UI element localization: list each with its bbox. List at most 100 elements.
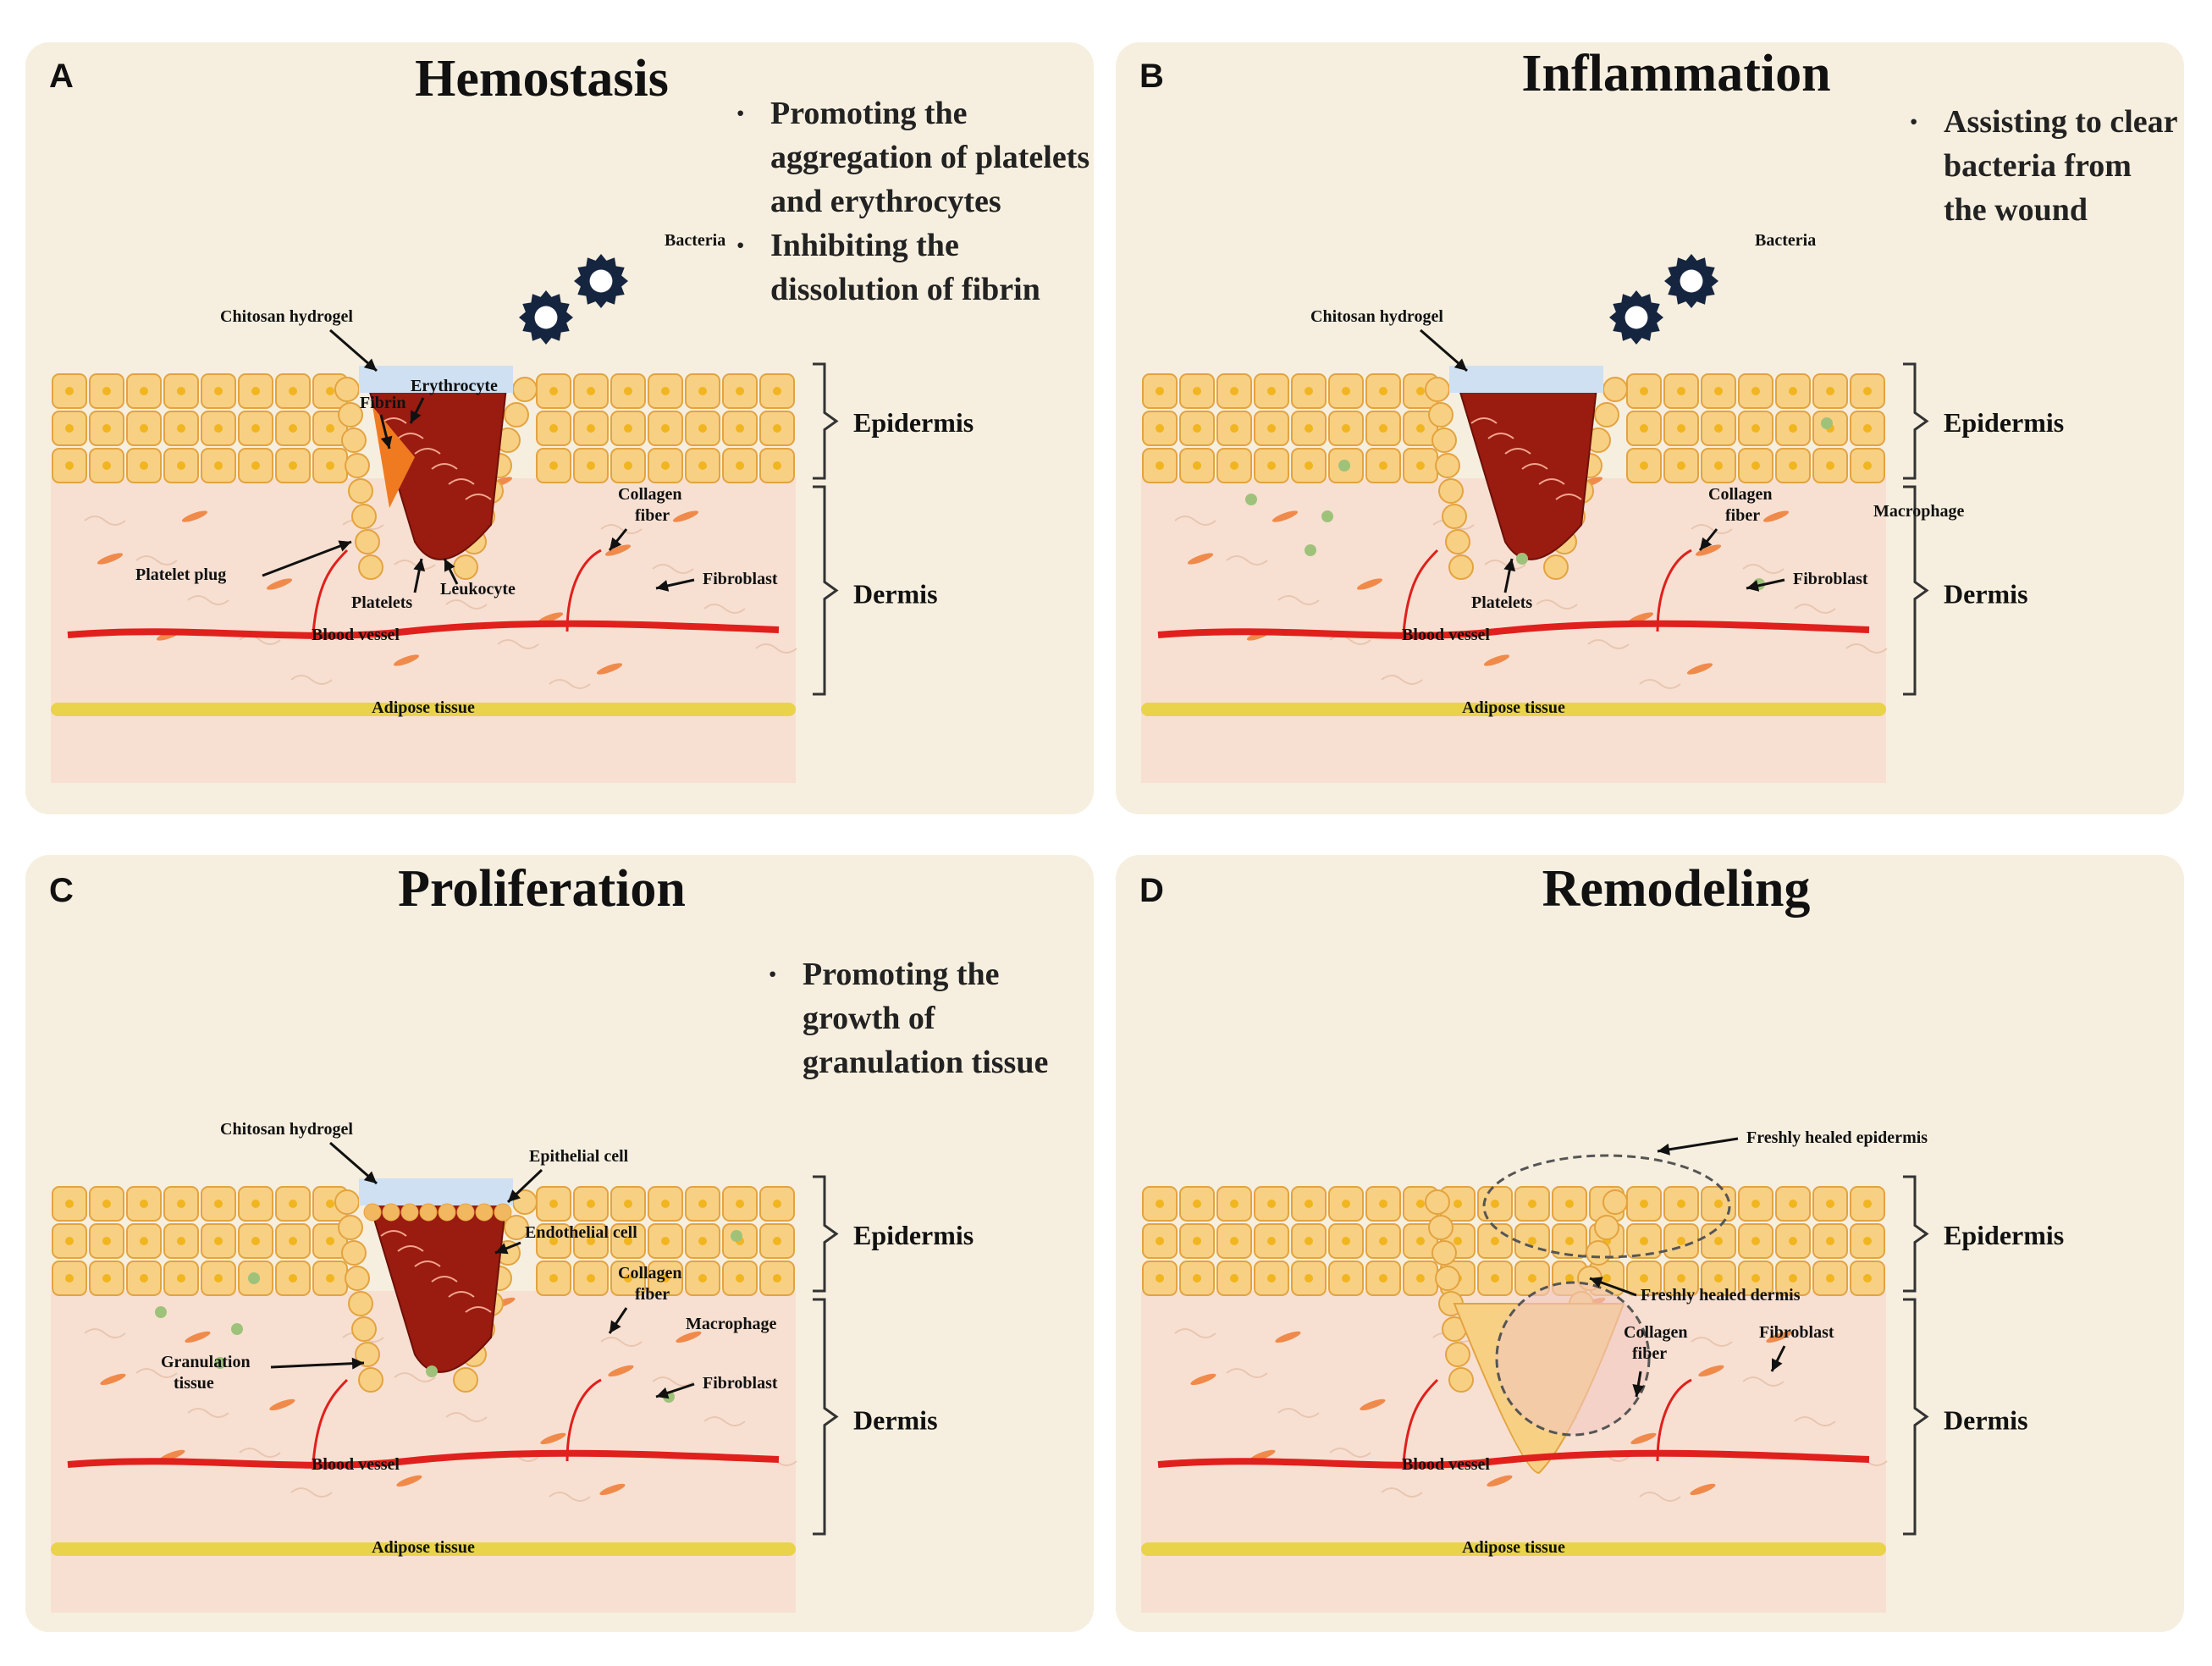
cell-nucleus [1640, 1274, 1648, 1283]
collagen-label-2: fiber [1725, 506, 1760, 525]
cell-nucleus [1640, 1237, 1648, 1245]
cell-nucleus [177, 424, 185, 433]
wound-edge-cell [1425, 1189, 1450, 1215]
collagen-label-2: fiber [1632, 1344, 1667, 1363]
platelet-plug-label: Platelet plug [135, 565, 226, 584]
cell-nucleus [661, 1274, 670, 1283]
cell-nucleus [1305, 1274, 1313, 1283]
fibroblast-cell [1695, 544, 1722, 556]
cell-nucleus [736, 424, 744, 433]
panel-letter-c: C [49, 872, 74, 909]
collagen-strand [135, 1368, 178, 1378]
fibroblast-label: Fibroblast [703, 1374, 778, 1393]
cell-nucleus [1751, 1237, 1760, 1245]
cell-nucleus [773, 1237, 781, 1245]
epithelial-cell [363, 1203, 382, 1222]
fibrin-label: Fibrin [360, 394, 405, 412]
bacteria-center [534, 306, 558, 329]
healed-epidermis-outline [1482, 1154, 1731, 1259]
cell-nucleus [773, 387, 781, 395]
arrow-head [1700, 537, 1713, 550]
layer-brace [813, 362, 839, 480]
fibroblast-label: Fibroblast [1793, 570, 1868, 588]
wound-edge-cell [1438, 478, 1464, 504]
fibroblast-cell [266, 578, 293, 590]
bacteria-label: Bacteria [1755, 231, 1816, 250]
capillary [312, 549, 349, 634]
cell-nucleus [140, 387, 148, 395]
collagen-strand [703, 604, 746, 614]
blood-vessel-label: Blood vessel [312, 626, 400, 644]
collagen-strand [600, 524, 643, 534]
fibrin-strand [465, 1306, 492, 1313]
arrow-head [380, 435, 393, 449]
cell-nucleus [1751, 461, 1760, 470]
cell-nucleus [251, 1237, 260, 1245]
cell-nucleus [65, 1237, 74, 1245]
cell-nucleus [1714, 1200, 1723, 1208]
layer-brace [813, 485, 839, 696]
wound-edge-cell [355, 529, 380, 554]
erythrocyte-label: Erythrocyte [411, 377, 498, 395]
wound-edge-cell [351, 504, 377, 529]
hydrogel-label: Chitosan hydrogel [220, 307, 353, 326]
arrow-head [1746, 580, 1760, 592]
macrophage-label: Macrophage [1873, 502, 1965, 521]
fibrin-strand [414, 1261, 441, 1267]
cell-nucleus [102, 387, 111, 395]
wound-edge-cell [1594, 402, 1619, 428]
cell-nucleus [1528, 1200, 1536, 1208]
cell-nucleus [587, 1274, 595, 1283]
macrophage-cell [1516, 553, 1528, 565]
bacteria-icon [1609, 290, 1663, 345]
cell-nucleus [661, 424, 670, 433]
wound-edge-cell [345, 1266, 370, 1291]
cell-nucleus [1826, 1237, 1834, 1245]
layer-brace [813, 1175, 839, 1293]
cell-nucleus [1677, 424, 1685, 433]
adipose-layer [1141, 703, 1886, 716]
epithelial-cell [456, 1203, 475, 1222]
arrow-head [1658, 1143, 1670, 1156]
cell-nucleus [1342, 387, 1350, 395]
collagen-strand [1845, 643, 1888, 654]
fibroblast-cell [97, 553, 124, 565]
layer-brace [1903, 362, 1929, 480]
macrophage-cell [731, 1230, 742, 1242]
cell-nucleus [326, 461, 334, 470]
cell-nucleus [587, 461, 595, 470]
cell-nucleus [1156, 387, 1164, 395]
collagen-strand [1174, 516, 1216, 526]
cell-nucleus [1863, 1274, 1872, 1283]
epithelial-cell [438, 1203, 456, 1222]
collagen-strand [497, 639, 539, 649]
cell-nucleus [1267, 461, 1276, 470]
fibrin-strand [448, 478, 475, 485]
arrow-head [1772, 1358, 1783, 1371]
arrow-head [1632, 1384, 1645, 1397]
collagen-strand [394, 560, 436, 570]
cell-nucleus [177, 461, 185, 470]
cell-nucleus [251, 1200, 260, 1208]
collagen-strand [600, 1337, 643, 1347]
cell-nucleus [587, 1200, 595, 1208]
cell-nucleus [1491, 1274, 1499, 1283]
blood-vessel-label: Blood vessel [1402, 1455, 1490, 1474]
cell-nucleus [1863, 387, 1872, 395]
epithelial-label: Epithelial cell [529, 1147, 629, 1166]
wound-edge-cell [334, 377, 360, 402]
cell-nucleus [1267, 1200, 1276, 1208]
cell-nucleus [140, 461, 148, 470]
cell-nucleus [1826, 461, 1834, 470]
platelets-label: Platelets [1471, 593, 1532, 612]
fibroblast-cell [1187, 553, 1214, 565]
fibroblast-cell [608, 1365, 634, 1377]
cell-nucleus [736, 461, 744, 470]
wound-edge-cell [1428, 1215, 1454, 1240]
cell-nucleus [1379, 461, 1387, 470]
cell-nucleus [773, 1200, 781, 1208]
cell-nucleus [1193, 387, 1201, 395]
cell-nucleus [326, 1200, 334, 1208]
collagen-label-1: Collagen [1708, 485, 1773, 504]
adipose-layer [51, 703, 796, 716]
